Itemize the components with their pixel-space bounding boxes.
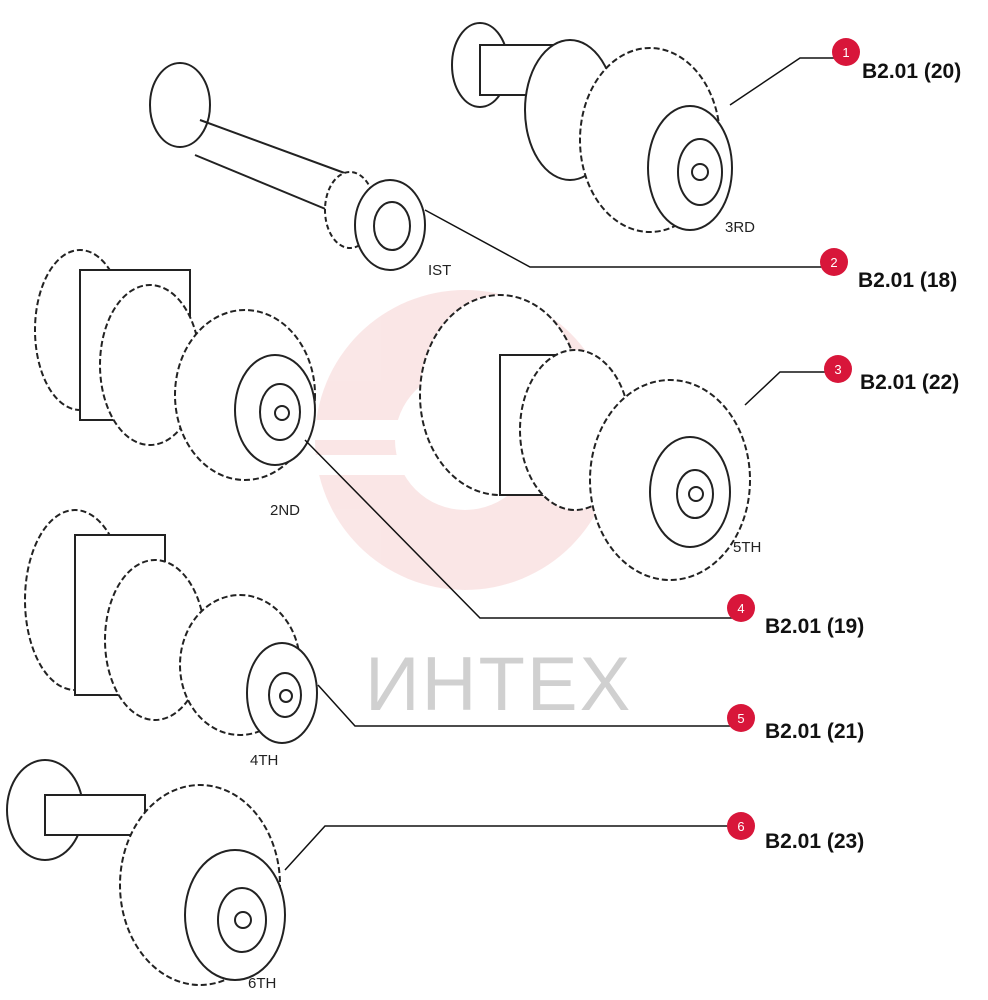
callout-ref-2: B2.01 (18) [858,269,957,292]
callout-number-6: 6 [737,819,744,834]
callout-badge-2[interactable] [820,248,848,276]
callout-2[interactable]: 2 B2.01 (18) [820,248,957,292]
callout-number-2: 2 [830,255,837,270]
callout-ref-5: B2.01 (21) [765,720,864,743]
label-3rd: 3RD [725,219,755,236]
gear-2nd-illustration [34,249,316,481]
callout-number-1: 1 [842,45,849,60]
label-6th: 6TH [248,975,276,992]
callout-4[interactable]: 4 B2.01 (19) [727,594,864,638]
callout-badge-5[interactable] [727,704,755,732]
label-1st: IST [428,262,451,279]
callout-3[interactable]: 3 B2.01 (22) [824,355,959,394]
callout-5[interactable]: 5 B2.01 (21) [727,704,864,743]
leader-line-3 [744,371,830,406]
callout-badge-3[interactable] [824,355,852,383]
leader-line-6 [284,825,735,871]
leader-line-5 [317,684,735,727]
gear-1st-illustration [149,62,426,271]
callout-badge-4[interactable] [727,594,755,622]
label-2nd: 2ND [270,502,300,519]
callout-number-4: 4 [737,601,744,616]
leader-line-2 [424,209,830,268]
callout-ref-6: B2.01 (23) [765,830,864,853]
callout-number-5: 5 [737,711,744,726]
callout-1[interactable]: 1 B2.01 (20) [832,38,961,83]
callout-ref-4: B2.01 (19) [765,615,864,638]
leader-line-1 [729,57,840,106]
callout-6[interactable]: 6 B2.01 (23) [727,812,864,853]
callout-badge-6[interactable] [727,812,755,840]
gear-4th-illustration [24,509,318,744]
callout-number-3: 3 [834,362,841,377]
label-4th: 4TH [250,752,278,769]
gear-3rd-illustration [451,22,733,233]
label-5th: 5TH [733,539,761,556]
gear-5th-illustration [419,294,751,581]
watermark-text: ИНТЕХ [365,642,632,727]
callout-ref-3: B2.01 (22) [860,371,959,394]
callout-ref-1: B2.01 (20) [862,60,961,83]
gear-6th-illustration [6,759,286,986]
callout-badge-1[interactable] [832,38,860,66]
leader-line-4 [304,439,735,619]
